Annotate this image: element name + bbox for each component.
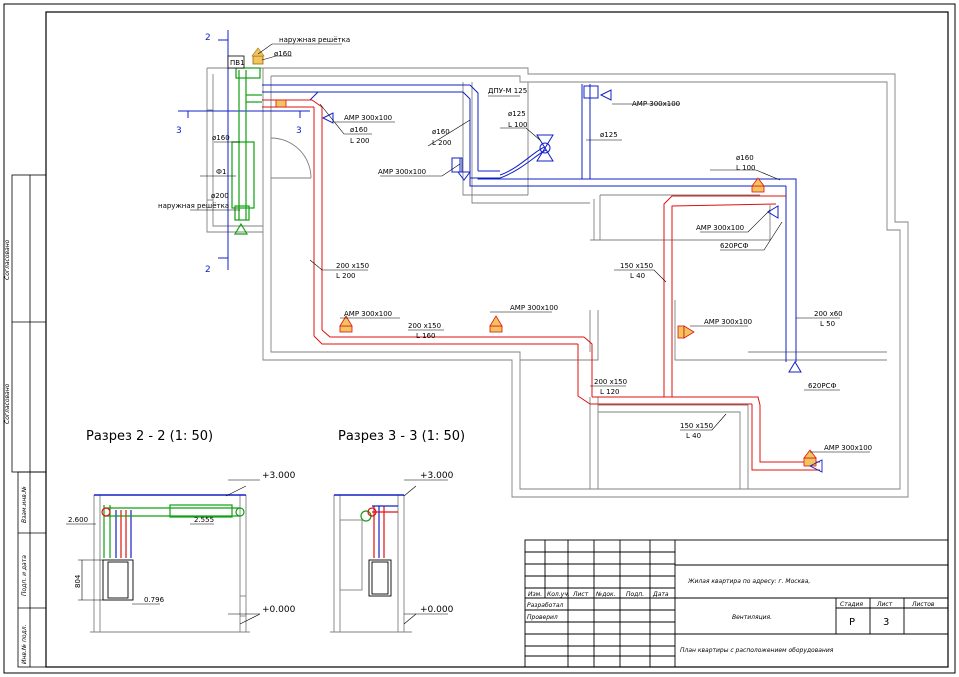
tb-h-date: Дата (652, 591, 669, 598)
section-3-3-title: Разрез 3 - 3 (1: 50) (338, 429, 465, 444)
s33-ducts (360, 505, 398, 558)
side-agreed-1: Согласовано (4, 239, 11, 280)
label-amp-b: АМР 300х100 (378, 168, 426, 176)
label-d160-L200-a-d: ø160 (350, 126, 368, 134)
label-amp-a: АМР 300х100 (344, 114, 392, 122)
supply-ducts (262, 99, 820, 471)
s33-dims (403, 479, 448, 625)
intake-grille-top-cap (251, 47, 265, 57)
label-d160-L100-l: L 100 (736, 164, 756, 172)
label-r200x150-L200-d: 200 х150 (336, 262, 369, 270)
label-r200x150-L160-d: 200 х150 (408, 322, 441, 330)
s22-elev-zero: +0.000 (262, 605, 296, 615)
cut-3-left: 3 (176, 126, 182, 136)
tb-checked: Проверил (527, 614, 558, 621)
pv1-box (227, 55, 245, 69)
side-inv-replace: Взам.инв.№ (21, 486, 28, 523)
label-r150x150-L40-a-d: 150 х150 (620, 262, 653, 270)
label-grille-bottom: наружная решётка (158, 202, 229, 210)
sheet-frame (3, 3, 956, 674)
title-block (524, 539, 949, 668)
supply-diffusers (275, 99, 817, 467)
section-2-2-drawing (90, 495, 250, 633)
label-d160-left: ø160 (212, 134, 230, 142)
s22-dim-804: 804 (74, 574, 82, 588)
tb-h-kol: Кол.уч. (547, 591, 570, 598)
cut-2-bottom: 2 (205, 265, 211, 275)
side-inv-orig: Инв.№ подл. (21, 624, 28, 664)
label-amp-e: АМР 300х100 (344, 310, 392, 318)
extract-markers (321, 89, 802, 373)
s33-elev-zero: +0.000 (420, 605, 454, 615)
supply-marker-a (808, 459, 823, 473)
label-amp-d: АМР 300х100 (696, 224, 744, 232)
tb-sheet: 3 (883, 617, 889, 628)
tb-h-doc: №док. (595, 591, 616, 598)
label-r620-b: 620РСФ (808, 382, 837, 390)
label-r150x150-L40-b-d: 150 х150 (680, 422, 713, 430)
tb-h-sign: Подп. (626, 591, 644, 598)
label-d200: ø200 (211, 192, 229, 200)
tb-project: Жилая квартира по адресу: г. Москва, (687, 578, 810, 585)
pv1-label: ПВ1 (230, 59, 245, 67)
cut-2-top: 2 (205, 33, 211, 43)
tb-h-izm: Изм. (528, 591, 542, 598)
label-r200x60-d: 200 х60 (814, 310, 843, 318)
label-r150x150-L40-b-l: L 40 (686, 432, 701, 440)
tb-developed: Разработал (527, 602, 564, 609)
side-agreed-2: Согласовано (4, 383, 11, 424)
label-r200x150-L160-l: L 160 (416, 332, 436, 340)
label-d125-L100-d: ø125 (508, 110, 526, 118)
s22-elev-top: +3.000 (262, 471, 296, 481)
label-d125-L100-l: L 100 (508, 121, 528, 129)
side-stamp (11, 174, 47, 668)
label-amp-c: АМР 300х100 (632, 100, 680, 108)
tb-h-stage: Стадия (840, 601, 863, 608)
plan-walls (206, 67, 909, 498)
label-d160-L200-b-l: L 200 (432, 139, 452, 147)
tb-h-list: Лист (572, 591, 589, 598)
section-2-2-title: Разрез 2 - 2 (1: 50) (86, 429, 213, 444)
label-d160-L200-a-l: L 200 (350, 137, 370, 145)
section-3-3-drawing (330, 495, 412, 633)
s22-dim-0796: 0.796 (144, 596, 165, 604)
label-grille-top: наружная решётка (279, 36, 350, 44)
s22-dim-2555: 2.555 (194, 516, 214, 524)
label-d125: ø125 (600, 131, 618, 139)
label-r200x150-L120-d: 200 х150 (594, 378, 627, 386)
label-amp-g: АМР 300х100 (704, 318, 752, 326)
label-r200x60-l: L 50 (820, 320, 835, 328)
tb-section: Вентиляция. (732, 614, 772, 621)
side-sign-date: Подп. и дата (21, 555, 28, 596)
label-r150x150-L40-a-l: L 40 (630, 272, 645, 280)
label-d160-L100-d: ø160 (736, 154, 754, 162)
label-amp-h: АМР 300х100 (824, 444, 872, 452)
s22-dim-2600: 2.600 (68, 516, 88, 524)
label-amp-f: АМР 300х100 (510, 304, 558, 312)
label-d160-top: ø160 (274, 50, 292, 58)
tb-sheet-title: План квартиры с расположением оборудован… (680, 647, 834, 654)
s22-ducts (101, 504, 245, 558)
intake-grille-top (252, 55, 264, 65)
leader-lines (190, 43, 870, 453)
label-r200x150-L120-l: L 120 (600, 388, 620, 396)
tb-stage: Р (849, 617, 855, 628)
extract-grille-left (451, 157, 463, 173)
cut-markers (178, 30, 310, 270)
label-d160-L200-b-d: ø160 (432, 128, 450, 136)
tb-h-sheets: Листов (911, 601, 935, 608)
tb-h-sheet: Лист (876, 601, 893, 608)
label-f1: Ф1 (216, 168, 226, 176)
label-dpu: ДПУ-М 125 (488, 87, 527, 95)
s22-dims (66, 479, 261, 625)
label-r620-a: 620РСФ (720, 242, 749, 250)
s33-elev-top: +3.000 (420, 471, 454, 481)
air-handling-unit (231, 67, 262, 235)
extract-grille-top (583, 85, 599, 99)
dpu-fan (536, 134, 554, 162)
cut-3-right: 3 (296, 126, 302, 136)
label-r200x150-L200-l: L 200 (336, 272, 356, 280)
